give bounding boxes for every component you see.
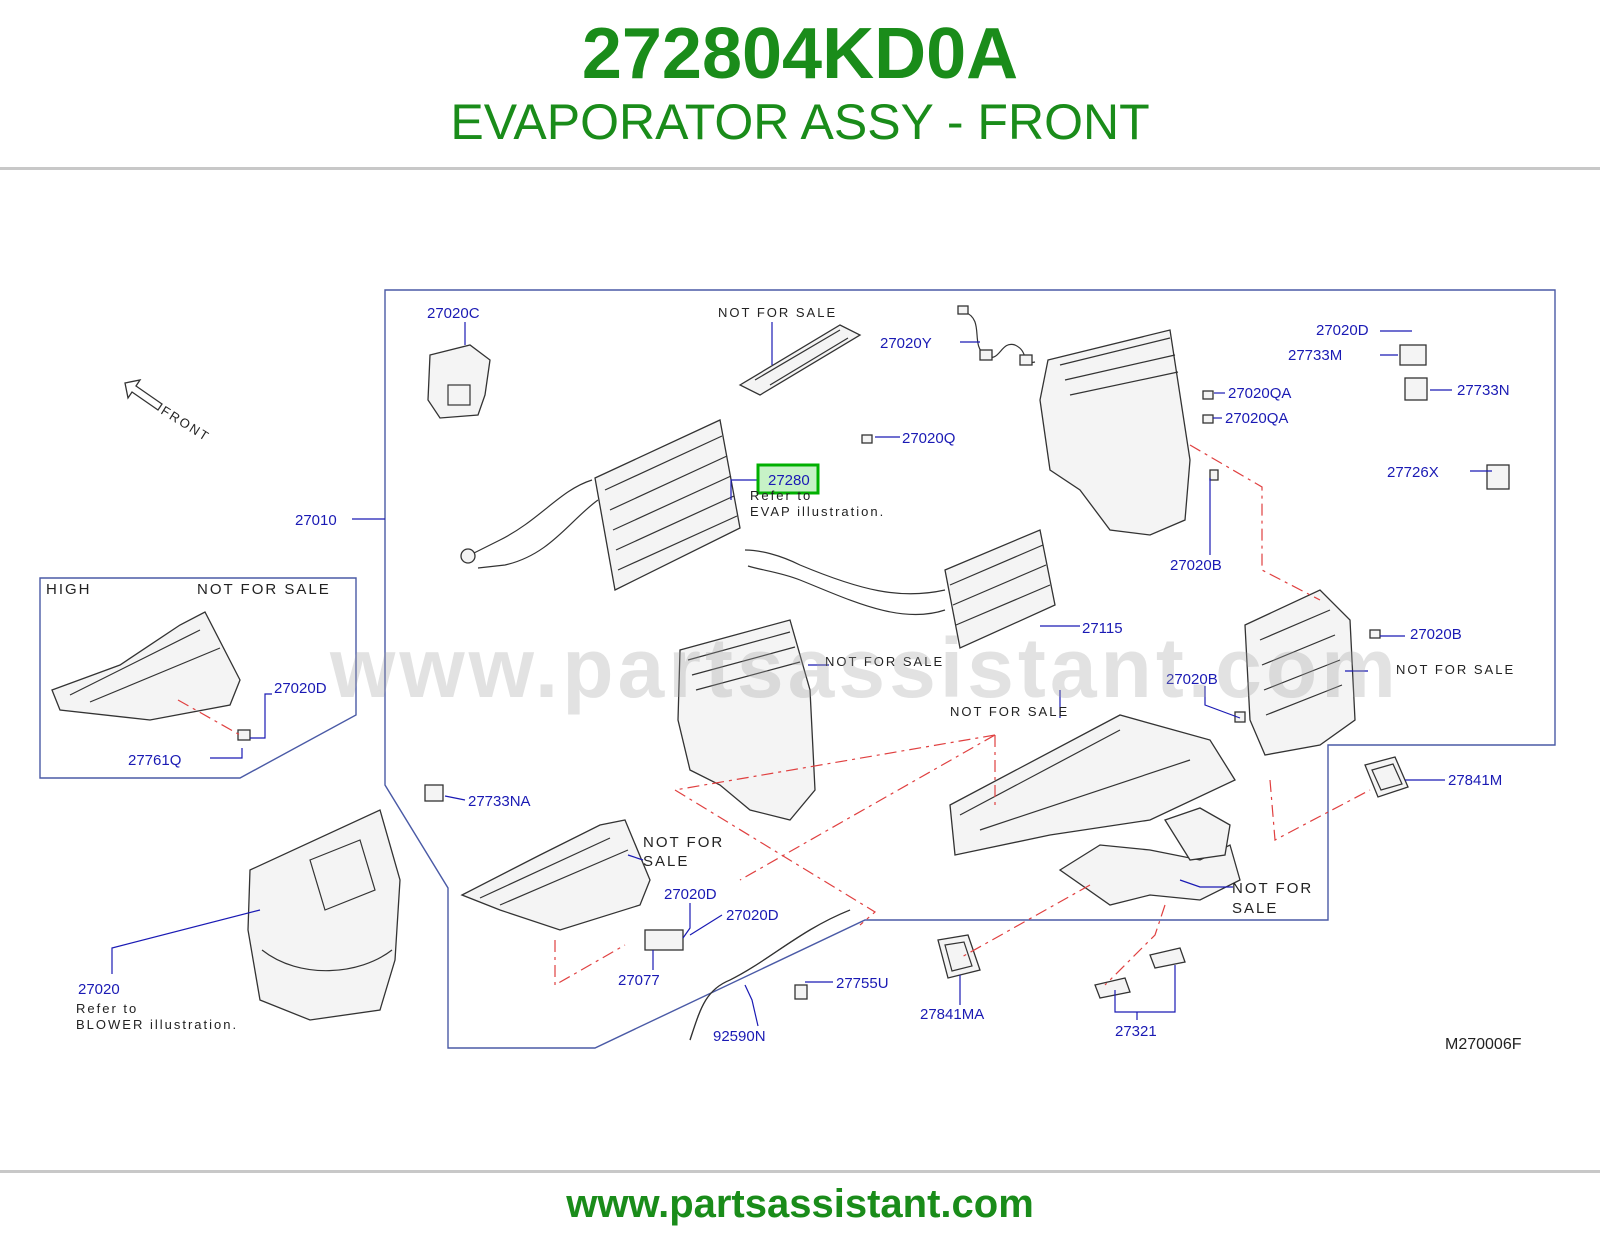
- footer-url-link[interactable]: www.partsassistant.com: [566, 1182, 1034, 1226]
- register-27841m-part: [1364, 756, 1409, 798]
- label-27020q[interactable]: 27020Q: [902, 430, 955, 447]
- diagram-notes: NOT FOR SALE Refer to EVAP illustration.…: [46, 305, 1522, 1053]
- label-27761q[interactable]: 27761Q: [128, 752, 181, 769]
- label-27733n[interactable]: 27733N: [1457, 382, 1510, 399]
- header-divider: [0, 167, 1600, 170]
- part-number-labels: 27020C 27020Y 27020D 27733M 27733N 27020…: [78, 305, 1510, 1045]
- label-27020d-mid1[interactable]: 27020D: [664, 886, 717, 903]
- harness-27020y-part: [957, 305, 1036, 366]
- label-92590n[interactable]: 92590N: [713, 1028, 766, 1045]
- label-27733m[interactable]: 27733M: [1288, 347, 1342, 364]
- heater-case-center-part: [677, 619, 816, 821]
- label-27020y[interactable]: 27020Y: [880, 335, 932, 352]
- note-not-for-sale-high: NOT FOR SALE: [197, 581, 331, 598]
- label-27841m[interactable]: 27841M: [1448, 772, 1502, 789]
- floor-duct-part: [949, 714, 1236, 856]
- label-27321[interactable]: 27321: [1115, 1023, 1157, 1040]
- label-27020b-3[interactable]: 27020B: [1166, 671, 1218, 688]
- heater-case-right-part: [1244, 589, 1356, 756]
- part-description: EVAPORATOR ASSY - FRONT: [450, 94, 1150, 150]
- label-27020qa-1[interactable]: 27020QA: [1228, 385, 1291, 402]
- label-27020d-top[interactable]: 27020D: [1316, 322, 1369, 339]
- note-not-for-lower: NOT FOR: [643, 834, 724, 851]
- label-27726x[interactable]: 27726X: [1387, 464, 1439, 481]
- diagram-code: M270006F: [1445, 1036, 1522, 1053]
- highlight-27280: [756, 463, 820, 495]
- vent-grille-top-part: [738, 324, 862, 396]
- note-high: HIGH: [46, 581, 92, 598]
- drain-hose-92590n-part: [689, 909, 851, 1041]
- leader-lines: [111, 322, 1492, 1027]
- register-27841ma-part: [937, 934, 981, 979]
- label-27115[interactable]: 27115: [1082, 620, 1123, 637]
- note-evap-illustration: EVAP illustration.: [750, 504, 885, 519]
- blower-27020-part: [247, 809, 401, 1021]
- heater-case-upper-part: [1039, 329, 1191, 536]
- heater-core-27115-part: [744, 529, 1056, 649]
- label-27755u[interactable]: 27755U: [836, 975, 889, 992]
- high-inset-frame: [39, 577, 357, 779]
- assembly-dash-lines: [177, 444, 1371, 987]
- note-not-for-sale-center: NOT FOR SALE: [825, 654, 944, 669]
- note-not-for-sale-top: NOT FOR SALE: [718, 305, 837, 320]
- label-27841ma[interactable]: 27841MA: [920, 1006, 984, 1023]
- note-refer-to-evap: Refer to: [750, 488, 812, 503]
- label-27280[interactable]: 27280: [768, 472, 810, 489]
- label-27020qa-2[interactable]: 27020QA: [1225, 410, 1288, 427]
- front-label: FRONT: [158, 403, 212, 445]
- label-27020c[interactable]: 27020C: [427, 305, 480, 322]
- note-not-for-sale-right: NOT FOR SALE: [1396, 662, 1515, 677]
- note-blower-illustration: BLOWER illustration.: [76, 1017, 238, 1032]
- evaporator-27280-part: [460, 419, 741, 591]
- label-27077[interactable]: 27077: [618, 972, 660, 989]
- label-27020[interactable]: 27020: [78, 981, 120, 998]
- assembly-frame: [384, 289, 1556, 1049]
- lower-bracket-part: [460, 819, 651, 931]
- front-arrow-icon: FRONT: [124, 379, 213, 445]
- note-refer-to-blower: Refer to: [76, 1001, 138, 1016]
- footer-divider: [0, 1170, 1600, 1173]
- note-not-for-sale-duct: NOT FOR SALE: [950, 704, 1069, 719]
- note-sale-right: SALE: [1232, 900, 1278, 917]
- high-bracket-part: [51, 611, 251, 741]
- note-not-for-right: NOT FOR: [1232, 880, 1313, 897]
- label-27020b-2[interactable]: 27020B: [1410, 626, 1462, 643]
- label-27020b-1[interactable]: 27020B: [1170, 557, 1222, 574]
- note-sale-lower: SALE: [643, 853, 689, 870]
- label-27020d-mid2[interactable]: 27020D: [726, 907, 779, 924]
- label-27020d-high[interactable]: 27020D: [274, 680, 327, 697]
- small-fittings-parts: [424, 344, 1510, 1000]
- rear-duct-part: [1058, 807, 1241, 906]
- part-number-title: 272804KD0A: [581, 14, 1019, 94]
- label-27733na[interactable]: 27733NA: [468, 793, 531, 810]
- seal-27020c-part: [427, 344, 491, 419]
- nozzle-27321-part: [1094, 947, 1186, 999]
- label-27010[interactable]: 27010: [295, 512, 337, 529]
